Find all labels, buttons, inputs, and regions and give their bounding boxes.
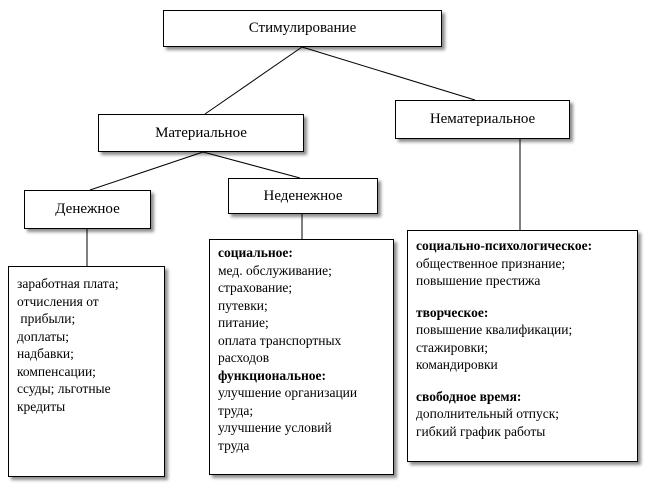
list-item: улучшение организации [218, 385, 358, 400]
edge-material-nonmonetary [202, 151, 301, 179]
list-item: прибыли; [17, 311, 76, 326]
list-item: повышение квалификации; [416, 322, 573, 337]
list-item: страхование; [218, 280, 293, 295]
node-nonmaterial-label: Нематериальное [429, 111, 536, 127]
list-item: общественное признание; [416, 255, 566, 271]
list-item: кредиты [17, 398, 66, 414]
list-item: гибкий график работы [416, 423, 546, 439]
list-item: труда [218, 437, 250, 453]
list-item: заработная плата; [17, 276, 119, 291]
list-item: командировки [416, 357, 498, 372]
functional-heading: функциональное: [218, 367, 326, 383]
nonmaterial-list-box: социально-психологическое: общественное … [407, 230, 638, 462]
list-item: ссуды; льготные [17, 381, 111, 396]
list-item: оплата транспортных [218, 332, 342, 348]
list-item: путевки; [218, 297, 268, 313]
node-monetary: Денежное [24, 190, 151, 229]
list-item: компенсации; [17, 363, 96, 379]
node-root: Стимулирование [163, 10, 442, 47]
node-nonmaterial: Нематериальное [395, 100, 570, 139]
edge-root-nonmaterial [301, 46, 476, 101]
list-item: улучшение условий [218, 420, 332, 435]
list-item: стажировки; [416, 339, 489, 355]
list-item: расходов [218, 350, 270, 365]
node-monetary-label: Денежное [55, 201, 120, 217]
social-psychological-heading: социально-психологическое: [416, 238, 593, 253]
free-time-heading: свободное время: [416, 388, 522, 404]
node-nonmonetary: Неденежное [228, 178, 378, 214]
list-item: доплаты; [17, 328, 69, 344]
list-item: труда; [218, 402, 254, 418]
list-item: питание; [218, 315, 269, 330]
nonmonetary-list-box: социальное: мед. обслуживание; страхован… [209, 239, 394, 475]
list-item: мед. обслуживание; [218, 262, 332, 278]
creative-heading: творческое: [416, 304, 489, 320]
node-material-label: Материальное [155, 124, 247, 141]
list-item: дополнительный отпуск; [416, 406, 560, 421]
node-root-label: Стимулирование [248, 20, 357, 36]
list-item: отчисления от [17, 293, 99, 309]
social-heading: социальное: [218, 245, 293, 260]
node-nonmonetary-label: Неденежное [263, 187, 343, 204]
monetary-list-box: заработная плата; отчисления от прибыли;… [8, 266, 165, 477]
edge-root-material [204, 46, 303, 115]
edge-material-monetary [89, 151, 204, 191]
list-item: повышение престижа [416, 273, 541, 288]
list-item: надбавки; [17, 346, 74, 361]
node-material: Материальное [98, 114, 304, 152]
